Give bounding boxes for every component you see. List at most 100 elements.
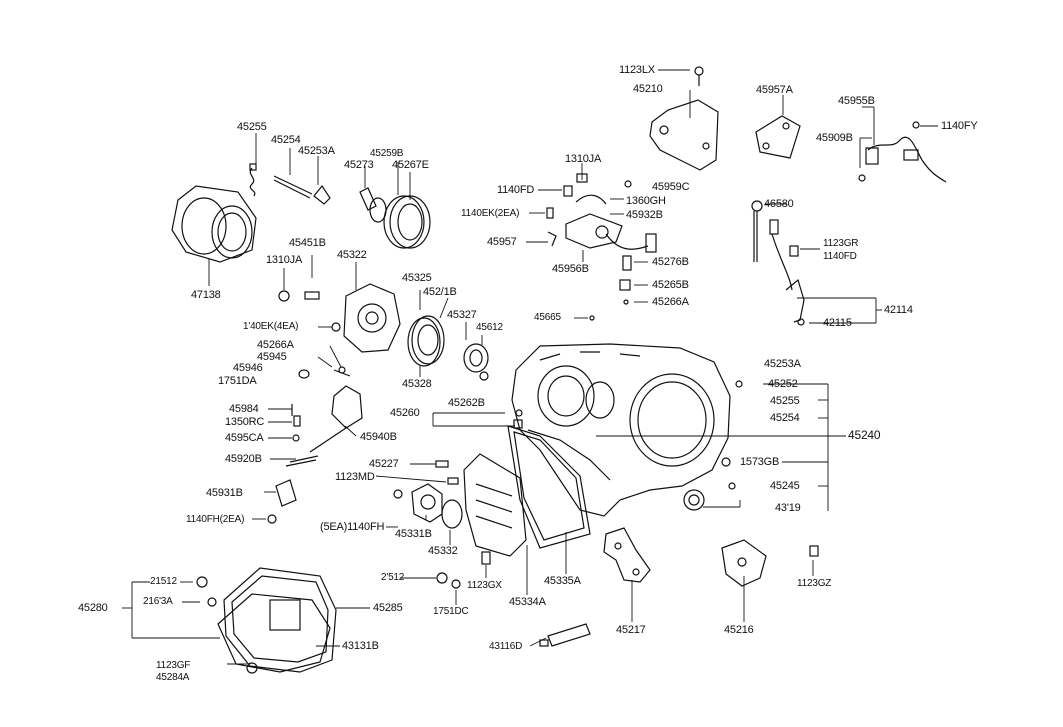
label-1123GX: 1123GX: [467, 580, 502, 591]
label-1751DC: 1751DC: [433, 606, 469, 617]
label-1123GZ: 1123GZ: [797, 578, 832, 589]
label-45253A-right: 45253A: [764, 358, 801, 370]
label-1360GH: 1360GH: [626, 195, 666, 207]
label-45957: 45957: [487, 236, 517, 248]
screen-45260-shape: [513, 409, 523, 429]
label-45266A-right: 45266A: [652, 296, 689, 308]
label-45946: 45946: [233, 362, 263, 374]
bracket-45957A-shape: [755, 115, 801, 159]
label-21512-mid: 2'512: [381, 572, 405, 583]
label-45210: 45210: [633, 83, 663, 95]
label-1123LX: 1123LX: [619, 64, 655, 76]
bracket-45217-shape: [603, 527, 651, 583]
drain-plug-shape: [246, 662, 258, 674]
label-1123GR: 1123GR: [823, 238, 859, 249]
band-servo-shapes: [359, 187, 431, 249]
label-45612: 45612: [476, 322, 503, 333]
label-1140EK2EA: 1140EK(2EA): [461, 208, 520, 219]
pipe-fittings-shapes: [619, 255, 632, 305]
leader-lines: [122, 69, 938, 665]
label-45267E: 45267E: [392, 159, 429, 171]
label-45931B: 45931B: [206, 487, 243, 499]
bracket-45210-shape: [649, 66, 719, 171]
label-45252: 45252: [768, 378, 798, 390]
label-45254-top: 45254: [271, 134, 301, 146]
label-1140FD: 1140FD: [497, 184, 535, 196]
accumulator-45331B-shape: [393, 483, 463, 529]
label-45956B: 45956B: [552, 263, 589, 275]
label-45217: 45217: [616, 624, 646, 636]
label-45334A: 45334A: [509, 596, 546, 608]
label-45265B: 45265B: [652, 279, 689, 291]
pan-fasteners-shapes: [436, 551, 491, 589]
oil-pan-45280-shape: [196, 567, 337, 673]
label-43131B: 43131B: [342, 640, 379, 652]
label-45955B: 45955B: [838, 95, 875, 107]
label-45280: 45280: [78, 602, 108, 614]
label-45920B: 45920B: [225, 453, 262, 465]
label-5EA-1140FH: (5EA)1140FH: [320, 521, 385, 533]
label-45255-top: 45255: [237, 121, 267, 133]
label-45327: 45327: [447, 309, 477, 321]
pump-cover-45322-shape: [331, 283, 401, 353]
bracket-45216-shape: [721, 539, 767, 587]
label-45253A-top: 45253A: [298, 145, 335, 157]
label-1140FY: 1140FY: [941, 120, 978, 132]
label-45950A: 4595CA: [225, 432, 264, 444]
label-45331B: 45331B: [395, 528, 432, 540]
label-45959C: 45959C: [652, 181, 690, 193]
pump-rotor-shapes: [407, 315, 489, 381]
label-45335A: 45335A: [544, 575, 581, 587]
label-45984: 45984: [229, 403, 259, 415]
housing-47138-shape: [171, 185, 257, 263]
plug-45665-shape: [589, 315, 595, 321]
label-45273: 45273: [344, 159, 374, 171]
label-45945: 45945: [257, 351, 287, 363]
label-45451B: 45451B: [289, 237, 326, 249]
label-45284A: 45284A: [156, 672, 190, 683]
manual-valve-linkage-shapes: [285, 385, 363, 467]
label-1140FD-right: 1140FD: [823, 251, 857, 262]
label-45227: 45227: [369, 458, 399, 470]
label-45271B: 452/1B: [423, 286, 457, 298]
label-1140EK4EA: 1'40EK(4EA): [243, 321, 299, 332]
label-45665: 45665: [534, 312, 561, 323]
label-45266A-left: 45266A: [257, 339, 294, 351]
label-1123GF: 1123GF: [156, 660, 191, 671]
valve-body-45334A-shape: [463, 425, 591, 557]
dipstick-46580-shape: [751, 200, 805, 326]
label-45940B: 45940B: [360, 431, 397, 443]
solenoid-assembly-shapes: [546, 173, 657, 253]
label-45255-right: 45255: [770, 395, 800, 407]
bolts-45227-shape: [435, 460, 459, 485]
label-46580: 46580: [764, 198, 794, 210]
small-fittings-left: [278, 290, 320, 302]
label-45245: 45245: [770, 480, 800, 492]
label-43116D: 43116D: [489, 641, 523, 652]
label-1310JA-left: 1310JA: [266, 254, 303, 266]
label-1140FH2EA: 1140FH(2EA): [186, 514, 245, 525]
label-45216: 45216: [724, 624, 754, 636]
bolt-1123GZ-shape: [809, 545, 819, 557]
detent-parts-shapes: [298, 366, 351, 379]
sensor-harness-45955B-shape: [858, 121, 947, 183]
label-45332: 45332: [428, 545, 458, 557]
label-42114: 42114: [884, 304, 913, 316]
label-42115: 42115: [823, 317, 852, 329]
label-21513A: 216'3A: [143, 596, 173, 607]
transaxle-case-45240-shape: [511, 343, 743, 517]
label-45932B: 45932B: [626, 209, 663, 221]
sealant-tube-43116D-shape: [539, 623, 591, 647]
label-45322: 45322: [337, 249, 367, 261]
label-1573GB: 1573GB: [740, 456, 780, 468]
label-1751DA: 1751DA: [218, 375, 257, 387]
label-45285: 45285: [373, 602, 403, 614]
label-45240: 45240: [848, 428, 881, 442]
label-1310JA-top: 1310JA: [565, 153, 602, 165]
label-43119: 43'19: [775, 502, 801, 514]
label-45276B: 45276B: [652, 256, 689, 268]
label-45260: 45260: [390, 407, 420, 419]
label-1123MD: 1123MD: [335, 471, 375, 483]
